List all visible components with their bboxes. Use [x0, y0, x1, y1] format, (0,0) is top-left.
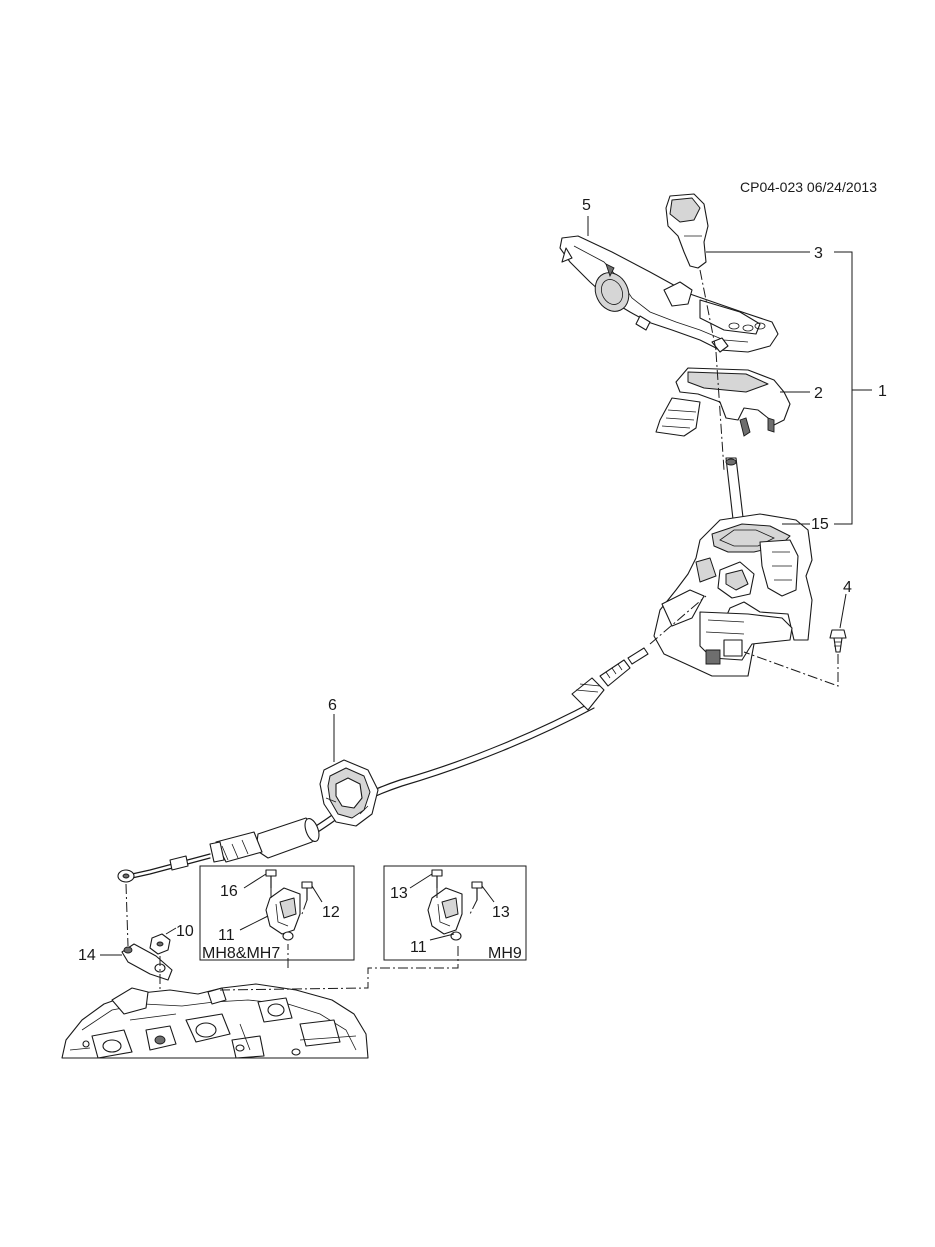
reference-code: CP04-023 06/24/2013 — [740, 179, 877, 195]
callout-2: 2 — [814, 385, 823, 402]
callout-13-a: 13 — [390, 885, 408, 902]
inset-label-right: MH9 — [488, 945, 522, 962]
shift-cable — [117, 595, 707, 947]
assembly-bracket — [834, 251, 872, 525]
callout-16: 16 — [220, 883, 238, 900]
callout-1: 1 — [878, 383, 887, 400]
grommet — [319, 759, 379, 827]
callout-4: 4 — [843, 579, 852, 596]
callout-13-b: 13 — [492, 904, 510, 921]
callout-3: 3 — [814, 245, 823, 262]
inset-right — [383, 865, 527, 961]
callout-10: 10 — [176, 923, 194, 940]
callout-6: 6 — [328, 697, 337, 714]
bolt-4 — [743, 629, 847, 687]
trim-plate — [559, 235, 779, 353]
shifter-housing — [653, 457, 813, 677]
callout-14: 14 — [78, 947, 96, 964]
callout-11-right: 11 — [410, 939, 427, 956]
shift-indicator — [655, 351, 791, 471]
callout-12: 12 — [322, 904, 340, 921]
callout-5: 5 — [582, 197, 591, 214]
transmission-case — [61, 944, 459, 1059]
callout-15: 15 — [811, 516, 829, 533]
shift-knob — [665, 193, 717, 351]
inset-label-left: MH8&MH7 — [202, 945, 280, 962]
inset-left — [199, 865, 355, 961]
callout-11-left: 11 — [218, 927, 235, 944]
